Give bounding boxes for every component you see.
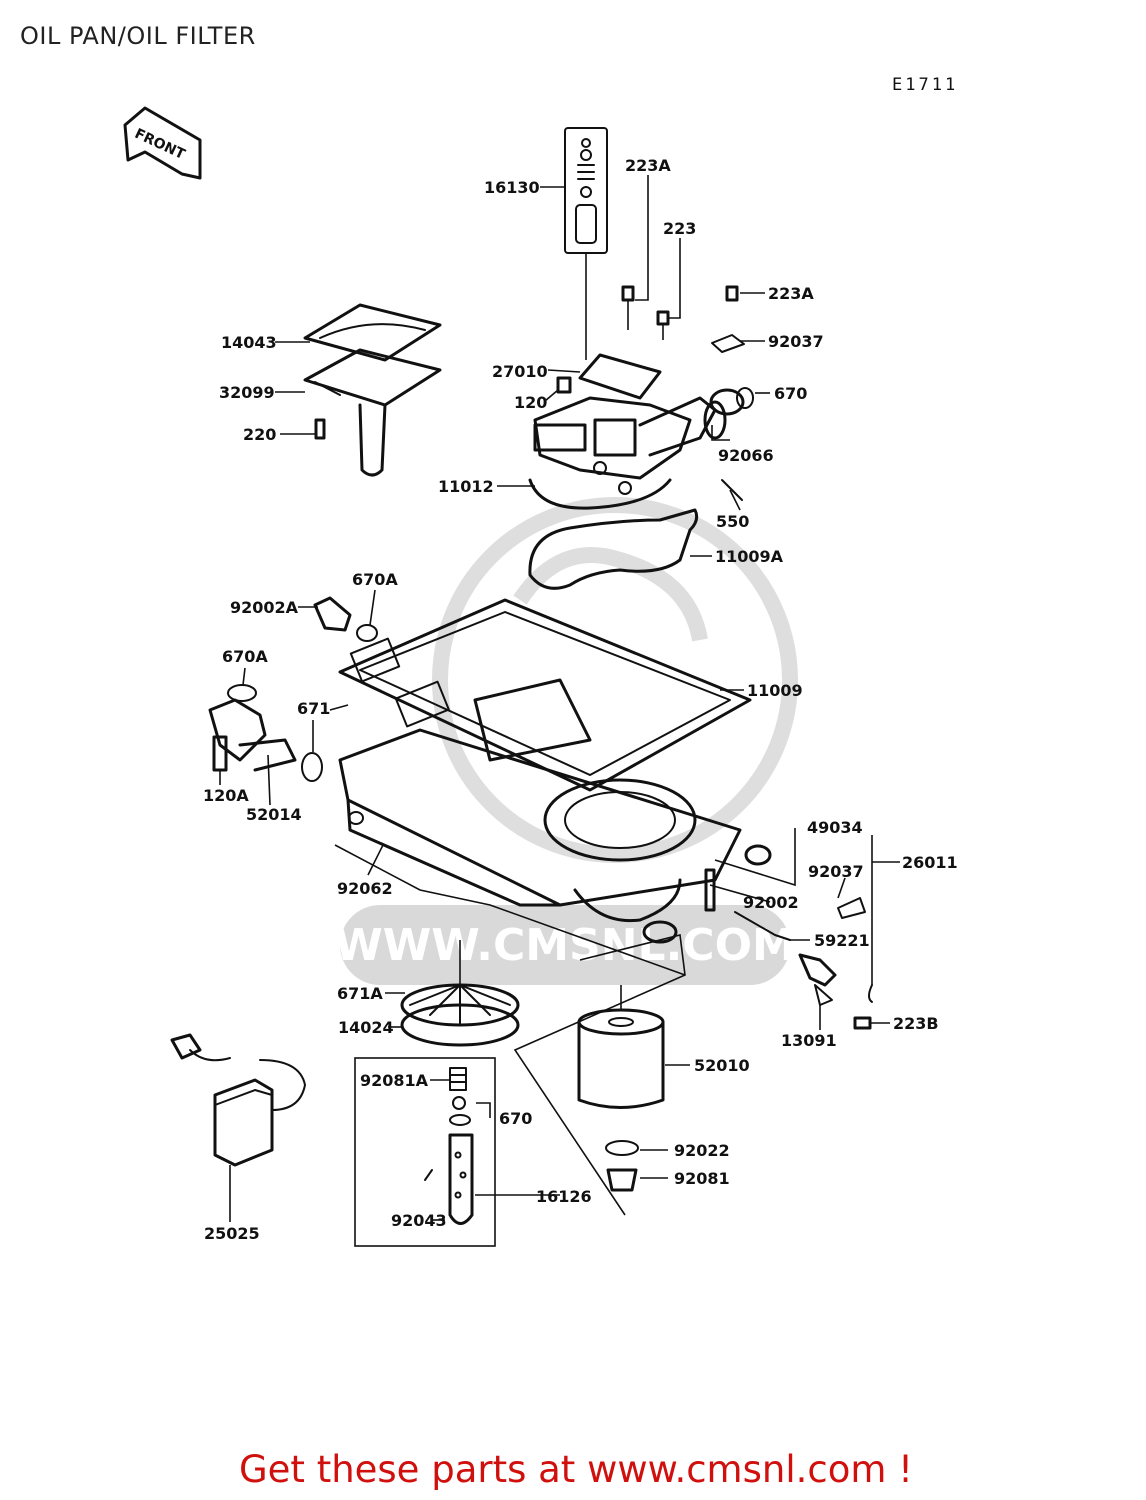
callout-223A-right: 223A <box>768 284 814 303</box>
front-label: FRONT <box>132 126 188 163</box>
callout-92022: 92022 <box>674 1141 730 1160</box>
callout-120: 120 <box>514 393 547 412</box>
callout-52010: 52010 <box>694 1056 750 1075</box>
callout-labels: 16130 223A 223 223A 92037 14043 27010 67… <box>203 156 958 1243</box>
front-arrow-icon: FRONT <box>123 106 202 180</box>
watermark-text: WWW.CMSNL.COM <box>334 920 796 971</box>
callout-671A: 671A <box>337 984 383 1003</box>
callout-670A-left: 670A <box>222 647 268 666</box>
page-title: OIL PAN/OIL FILTER <box>20 22 256 50</box>
callout-223: 223 <box>663 219 696 238</box>
gasket-11009A <box>528 508 699 590</box>
callout-670-top: 670 <box>774 384 807 403</box>
callout-92062: 92062 <box>337 879 393 898</box>
callout-11012: 11012 <box>438 477 494 496</box>
callout-27010: 27010 <box>492 362 548 381</box>
callout-92002: 92002 <box>743 893 799 912</box>
oil-strainer <box>303 303 442 477</box>
oil-pump-assembly <box>528 334 754 510</box>
oil-pressure-switch <box>704 835 873 1030</box>
callout-120A: 120A <box>203 786 249 805</box>
callout-670A-top: 670A <box>352 570 398 589</box>
callout-14024: 14024 <box>338 1018 394 1037</box>
watermark-emblem-swirl <box>513 547 708 642</box>
callout-223A-top: 223A <box>625 156 671 175</box>
callout-550: 550 <box>716 512 749 531</box>
callout-11009: 11009 <box>747 681 803 700</box>
callout-59221: 59221 <box>814 931 870 950</box>
callout-32099: 32099 <box>219 383 275 402</box>
callout-92043: 92043 <box>391 1211 447 1230</box>
callout-92002A: 92002A <box>230 598 299 617</box>
callout-92066: 92066 <box>718 446 774 465</box>
sensor-25025 <box>170 1033 306 1222</box>
oil-filter-bolt-16126 <box>354 1057 496 1247</box>
callout-670-bottom: 670 <box>499 1109 532 1128</box>
callout-16130: 16130 <box>484 178 540 197</box>
callout-223B: 223B <box>893 1014 939 1033</box>
callout-25025: 25025 <box>204 1224 260 1243</box>
callout-92081: 92081 <box>674 1169 730 1188</box>
watermark-banner <box>340 905 790 985</box>
callout-52014: 52014 <box>246 805 302 824</box>
callout-14043: 14043 <box>221 333 277 352</box>
callout-11009A: 11009A <box>715 547 784 566</box>
callout-26011: 26011 <box>902 853 958 872</box>
callout-49034: 49034 <box>807 818 863 837</box>
relief-valve-16130 <box>564 127 608 360</box>
callout-92081A: 92081A <box>360 1071 429 1090</box>
screws <box>212 285 739 772</box>
callout-671: 671 <box>297 699 330 718</box>
callout-92037-top: 92037 <box>768 332 824 351</box>
callout-220: 220 <box>243 425 276 444</box>
callout-13091: 13091 <box>781 1031 837 1050</box>
oil-pan-gasket-11009 <box>338 598 752 792</box>
callout-92037-right: 92037 <box>808 862 864 881</box>
oil-filter-cover <box>400 940 520 1047</box>
footer-link[interactable]: Get these parts at www.cmsnl.com ! <box>238 1448 913 1491</box>
callout-16126: 16126 <box>536 1187 592 1206</box>
leader-lines <box>219 175 900 1221</box>
diagram-code: E1711 <box>892 75 959 95</box>
drain-and-plugs <box>208 596 378 782</box>
oil-pan-49034 <box>338 678 772 944</box>
